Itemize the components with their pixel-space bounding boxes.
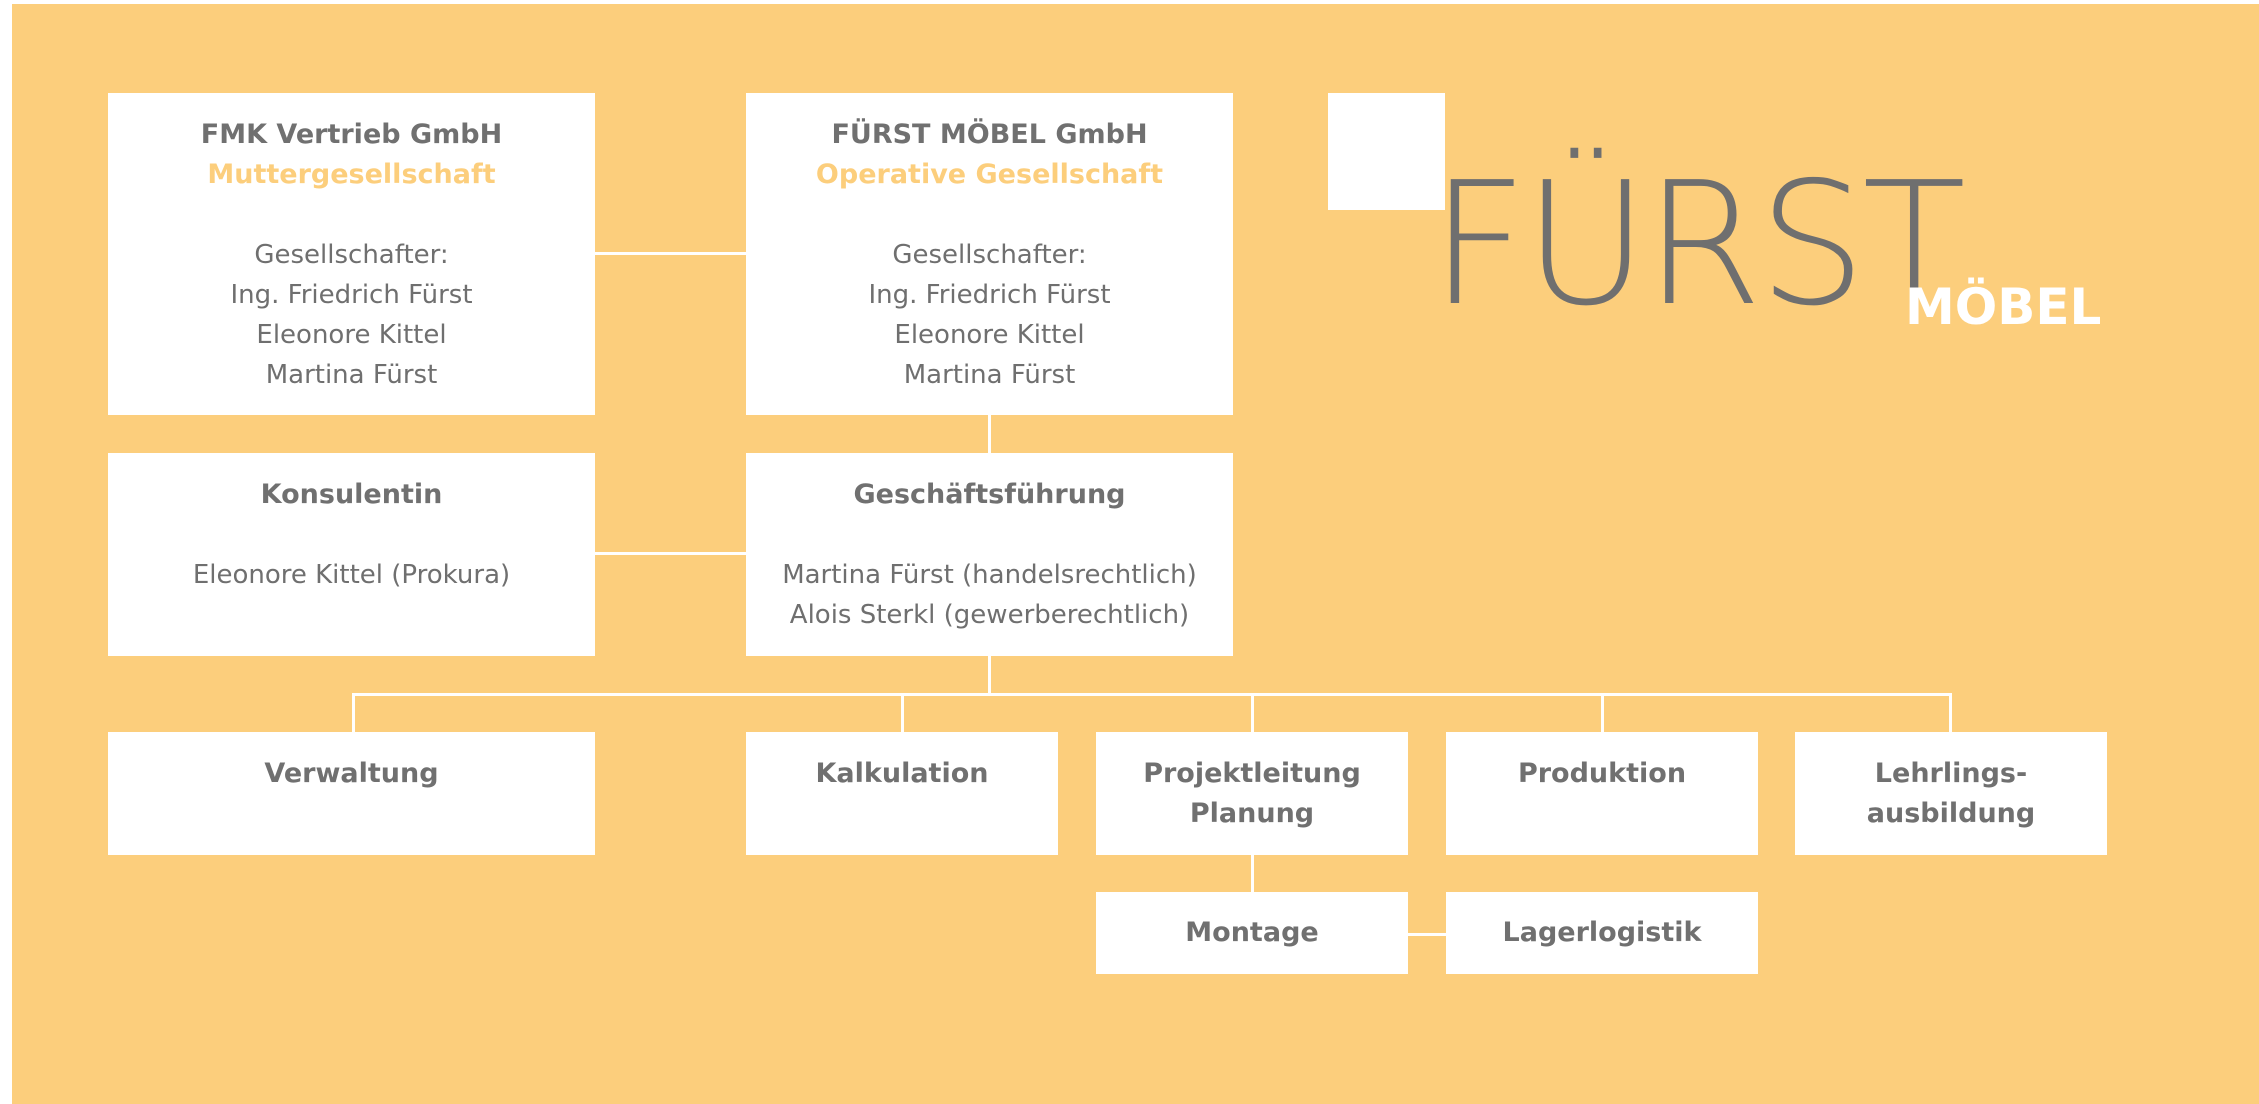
connector-dept-bus xyxy=(352,693,1952,696)
box-fmk-vertrieb: FMK Vertrieb GmbH Muttergesellschaft Ges… xyxy=(108,93,595,415)
connector-to-projekt xyxy=(1251,693,1254,733)
produktion-title: Produktion xyxy=(1517,758,1687,789)
fmk-line: Eleonore Kittel xyxy=(256,320,447,350)
fmk-line: Ing. Friedrich Fürst xyxy=(230,280,473,310)
connector-montage-lager xyxy=(1407,933,1447,936)
box-produktion: Produktion xyxy=(1446,732,1758,855)
fmk-line: Gesellschafter: xyxy=(254,240,449,270)
box-fuerst-moebel: FÜRST MÖBEL GmbH Operative Gesellschaft … xyxy=(746,93,1233,415)
kalkulation-title: Kalkulation xyxy=(815,758,989,789)
box-montage: Montage xyxy=(1096,892,1408,974)
box-projektleitung: Projektleitung Planung xyxy=(1096,732,1408,855)
fuerst-subtitle: Operative Gesellschaft xyxy=(815,159,1164,190)
logo-square xyxy=(1328,93,1445,210)
montage-title: Montage xyxy=(1185,917,1319,948)
lehrling-title: Lehrlings- xyxy=(1874,758,2028,789)
projekt-title: Projektleitung xyxy=(1143,758,1361,789)
box-lehrlingsausbildung: Lehrlings- ausbildung xyxy=(1795,732,2107,855)
konsulentin-line: Eleonore Kittel (Prokura) xyxy=(192,560,511,590)
connector-to-kalkulation xyxy=(901,693,904,733)
box-konsulentin: Konsulentin Eleonore Kittel (Prokura) xyxy=(108,453,595,656)
connector-gf-down xyxy=(988,655,991,695)
lager-title: Lagerlogistik xyxy=(1502,917,1702,948)
connector-to-produktion xyxy=(1601,693,1604,733)
box-lagerlogistik: Lagerlogistik xyxy=(1446,892,1758,974)
connector-to-lehrling xyxy=(1949,693,1952,733)
box-verwaltung: Verwaltung xyxy=(108,732,595,855)
projekt-title-2: Planung xyxy=(1189,798,1315,829)
gf-line: Alois Sterkl (gewerberechtlich) xyxy=(789,600,1190,630)
fmk-title: FMK Vertrieb GmbH xyxy=(200,119,503,150)
connector-projekt-montage xyxy=(1251,854,1254,894)
fuerst-line: Ing. Friedrich Fürst xyxy=(868,280,1111,310)
fmk-line: Martina Fürst xyxy=(265,360,438,390)
fmk-subtitle: Muttergesellschaft xyxy=(207,159,496,190)
box-kalkulation: Kalkulation xyxy=(746,732,1058,855)
connector-konsulentin-gf xyxy=(594,552,747,555)
gf-title: Geschäftsführung xyxy=(853,479,1126,510)
logo-wordmark: FÜRST xyxy=(1430,146,1966,344)
fuerst-title: FÜRST MÖBEL GmbH xyxy=(831,119,1148,150)
connector-to-verwaltung xyxy=(352,693,355,733)
logo-suffix: MÖBEL xyxy=(1905,278,2102,336)
connector-fmk-fuerst xyxy=(594,252,747,255)
fuerst-line: Martina Fürst xyxy=(903,360,1076,390)
fuerst-line: Eleonore Kittel xyxy=(894,320,1085,350)
gf-line: Martina Fürst (handelsrechtlich) xyxy=(782,560,1197,590)
fuerst-line: Gesellschafter: xyxy=(892,240,1087,270)
box-geschaeftsfuehrung: Geschäftsführung Martina Fürst (handelsr… xyxy=(746,453,1233,656)
verwaltung-title: Verwaltung xyxy=(264,758,439,789)
konsulentin-title: Konsulentin xyxy=(260,479,443,510)
connector-fuerst-gf xyxy=(988,414,991,454)
lehrling-title-2: ausbildung xyxy=(1866,798,2036,829)
